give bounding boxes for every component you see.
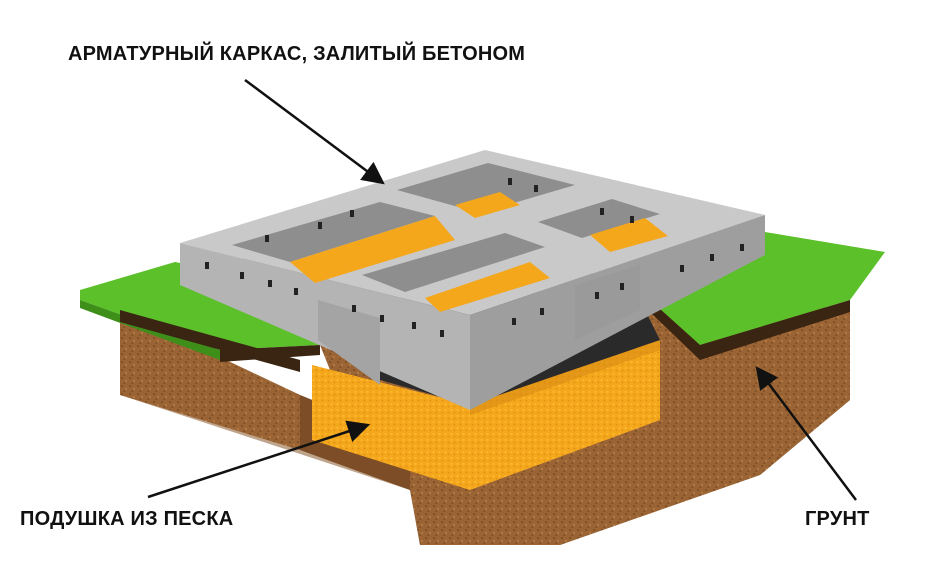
sand-cushion-label: ПОДУШКА ИЗ ПЕСКА	[20, 508, 234, 530]
sand-arrow	[147, 420, 371, 499]
frame-arrow	[244, 78, 385, 185]
concrete-frame	[180, 150, 765, 410]
soil-label: ГРУНТ	[805, 508, 870, 530]
grass-right	[650, 232, 885, 360]
sand-cushion	[312, 340, 660, 490]
frame-label: АРМАТУРНЫЙ КАРКАС, ЗАЛИТЫЙ БЕТОНОМ	[68, 43, 526, 65]
soil-arrow	[755, 366, 857, 501]
